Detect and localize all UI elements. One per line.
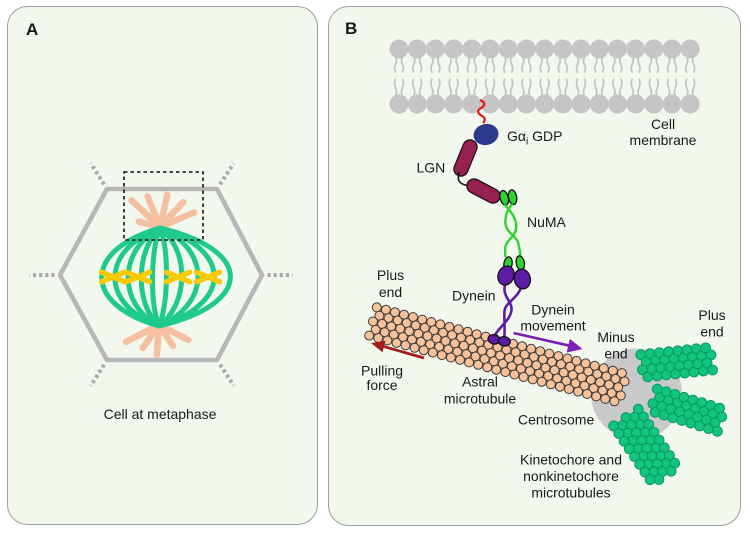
- svg-text:microtubules: microtubules: [531, 485, 610, 501]
- svg-text:NuMA: NuMA: [527, 214, 567, 230]
- svg-text:Astral: Astral: [462, 374, 498, 390]
- svg-text:end: end: [604, 346, 627, 362]
- svg-text:Dynein: Dynein: [452, 288, 496, 304]
- svg-text:Dynein: Dynein: [531, 302, 575, 318]
- svg-text:A: A: [26, 20, 38, 39]
- svg-text:nonkinetochore: nonkinetochore: [523, 468, 619, 484]
- svg-text:Pulling: Pulling: [361, 363, 403, 379]
- svg-text:end: end: [379, 284, 402, 300]
- svg-text:LGN: LGN: [417, 160, 446, 176]
- svg-text:movement: movement: [520, 318, 585, 334]
- svg-text:Minus: Minus: [597, 329, 634, 345]
- svg-text:Plus: Plus: [698, 307, 725, 323]
- svg-text:Cell at metaphase: Cell at metaphase: [104, 406, 217, 422]
- svg-text:microtubule: microtubule: [444, 391, 517, 407]
- svg-text:Cell: Cell: [651, 116, 675, 132]
- svg-text:Plus: Plus: [377, 267, 404, 283]
- svg-text:Kinetochore and: Kinetochore and: [520, 452, 622, 468]
- svg-text:end: end: [700, 324, 723, 340]
- svg-text:Gαi GDP: Gαi GDP: [507, 128, 562, 148]
- svg-text:B: B: [345, 19, 357, 38]
- svg-text:membrane: membrane: [630, 132, 697, 148]
- svg-text:force: force: [366, 377, 397, 393]
- svg-text:Centrosome: Centrosome: [518, 412, 594, 428]
